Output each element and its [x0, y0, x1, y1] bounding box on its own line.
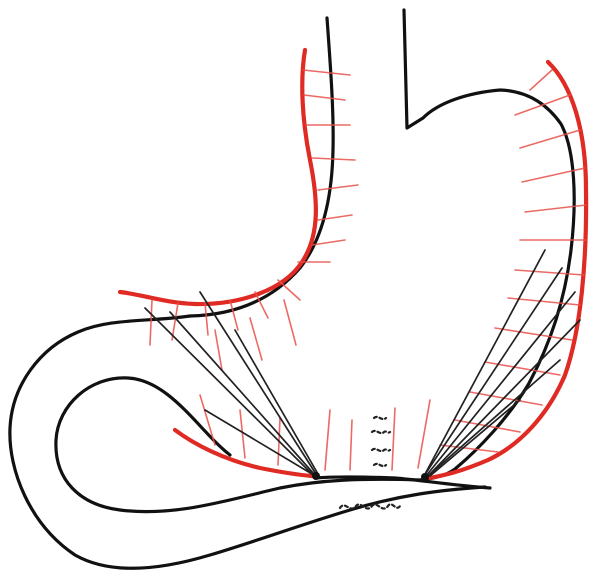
mucosal-folds — [340, 417, 400, 509]
branch-lc-12 — [205, 303, 208, 335]
branch-lc-16 — [250, 318, 262, 360]
branch-gc-2 — [515, 95, 570, 115]
esophagus-right-wall — [404, 10, 574, 480]
branch-lc-13 — [172, 303, 178, 340]
fold-3 — [372, 449, 390, 451]
branch-py-7 — [418, 400, 430, 468]
duodenum-inner-loop — [56, 378, 420, 512]
branch-lc-9 — [278, 280, 300, 300]
nerve-left-3 — [200, 292, 316, 474]
left-gastric-artery — [120, 50, 316, 304]
branch-gc-7 — [515, 270, 584, 275]
fold-1 — [374, 417, 386, 419]
fold-4 — [374, 464, 386, 466]
junction-right — [421, 473, 429, 481]
branch-gc-4 — [522, 168, 585, 182]
branch-gc-11 — [470, 392, 542, 405]
branch-gc-5 — [525, 205, 586, 212]
branch-lc-1 — [303, 70, 350, 75]
branch-gc-3 — [520, 130, 580, 148]
branch-gc-9 — [495, 328, 572, 340]
stomach-outline — [10, 10, 574, 568]
branch-lc-4 — [312, 158, 355, 160]
branch-py-5 — [350, 420, 352, 470]
nerve-left-2 — [170, 312, 314, 474]
branch-gc-12 — [455, 420, 520, 432]
branch-lc-11 — [230, 300, 238, 330]
branch-lc-5 — [318, 185, 358, 190]
duodenum-outer-loop — [10, 316, 485, 568]
pylorus-base — [315, 477, 490, 488]
branch-py-6 — [392, 408, 395, 470]
branch-py-1 — [200, 395, 215, 445]
nerve-left-1 — [145, 308, 312, 474]
branch-lc-14 — [150, 300, 152, 345]
nerve-right-3 — [426, 292, 575, 476]
branch-lc-15 — [284, 300, 296, 345]
branch-lc-2 — [304, 95, 345, 100]
fold-2 — [372, 431, 390, 433]
branch-py-4 — [325, 410, 330, 470]
branch-gc-1 — [530, 70, 552, 90]
nerves-right-fan — [424, 250, 580, 476]
junction-left — [312, 472, 320, 480]
